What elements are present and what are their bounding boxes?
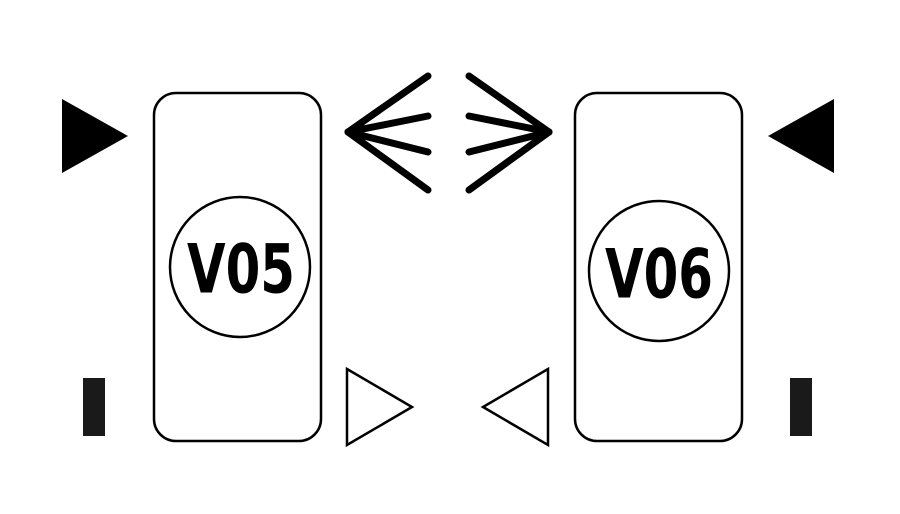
right-outline-triangle-icon [345, 366, 415, 448]
left-bar-icon [83, 378, 105, 436]
left-solid-triangle-icon [62, 99, 128, 173]
right-bar-icon [790, 378, 812, 436]
right-solid-triangle-icon [768, 99, 834, 173]
unit-v05: V05 [152, 91, 323, 443]
left-outline-triangle-icon [480, 366, 550, 448]
unit-v05-label: V05 [187, 231, 295, 310]
right-fan-arrow-icon [465, 72, 553, 194]
left-fan-arrow-icon [344, 72, 432, 194]
unit-v06: V06 [573, 91, 744, 443]
unit-v05-circle [168, 195, 312, 339]
unit-v06-label: V06 [605, 236, 713, 315]
unit-v06-circle [587, 199, 731, 343]
